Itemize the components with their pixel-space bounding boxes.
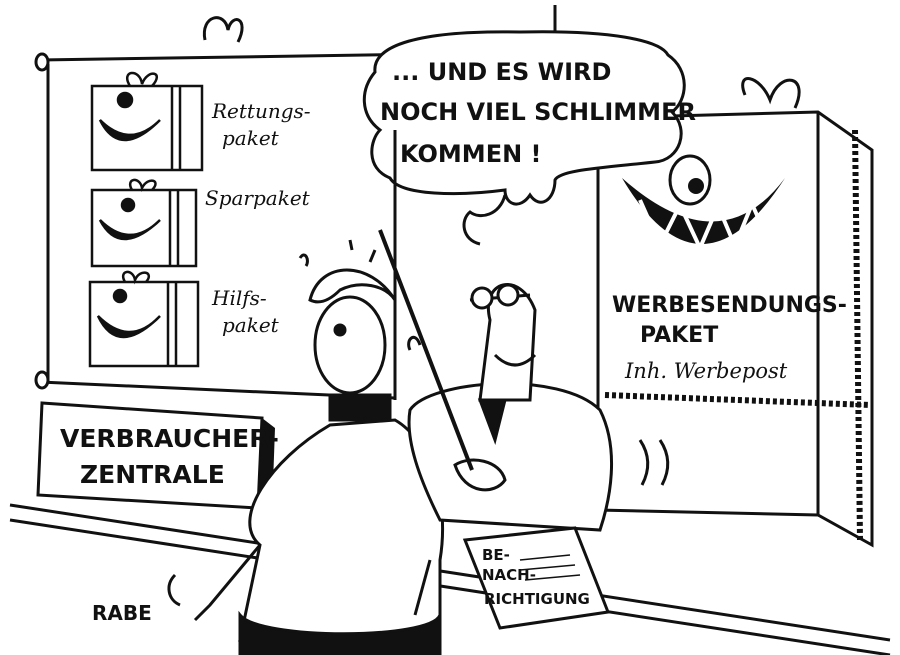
svg-text:RABE: RABE [92, 601, 152, 625]
counter-sign: VERBRAUCHER- ZENTRALE [36, 401, 279, 512]
svg-text:NOCH VIEL SCHLIMMER: NOCH VIEL SCHLIMMER [380, 98, 696, 126]
svg-text:paket: paket [222, 313, 280, 337]
pointer-stick [378, 229, 474, 471]
svg-text:paket: paket [222, 126, 280, 150]
customer-figure [193, 239, 445, 655]
svg-text:RICHTIGUNG: RICHTIGUNG [484, 590, 590, 608]
label-rettungspaket: Rettungs- paket [211, 99, 311, 150]
notice-paper: BE- NACH- RICHTIGUNG [462, 526, 611, 630]
svg-text:Hilfs-: Hilfs- [211, 286, 267, 310]
speech-bubble: ... UND ES WIRD NOCH VIEL SCHLIMMER KOMM… [362, 30, 696, 246]
label-hilfspaket: Hilfs- paket [211, 286, 280, 337]
package-sparpaket-icon [90, 178, 198, 268]
artist-signature: RABE [92, 601, 152, 625]
svg-text:VERBRAUCHER-: VERBRAUCHER- [60, 424, 279, 453]
svg-text:ZENTRALE: ZENTRALE [80, 460, 225, 489]
svg-text:NACH-: NACH- [482, 566, 536, 584]
svg-text:BE-: BE- [482, 546, 510, 564]
svg-text:WERBESENDUNGS-: WERBESENDUNGS- [612, 293, 847, 318]
svg-text:... UND ES WIRD: ... UND ES WIRD [392, 58, 611, 86]
svg-text:KOMMEN !: KOMMEN ! [400, 140, 541, 168]
svg-text:Sparpaket: Sparpaket [205, 186, 311, 210]
svg-text:PAKET: PAKET [640, 323, 718, 348]
svg-text:Inh. Werbepost: Inh. Werbepost [624, 359, 788, 383]
package-hilfspaket-icon [88, 270, 200, 368]
clerk-figure [407, 283, 614, 532]
label-werbesendungspaket: WERBESENDUNGS- PAKET Inh. Werbepost [612, 293, 847, 383]
motion-lines [167, 335, 670, 607]
package-rettungspaket-icon [90, 71, 204, 172]
label-sparpaket: Sparpaket [205, 186, 311, 210]
grinning-face-icon [622, 154, 785, 253]
svg-text:Rettungs-: Rettungs- [211, 99, 311, 123]
